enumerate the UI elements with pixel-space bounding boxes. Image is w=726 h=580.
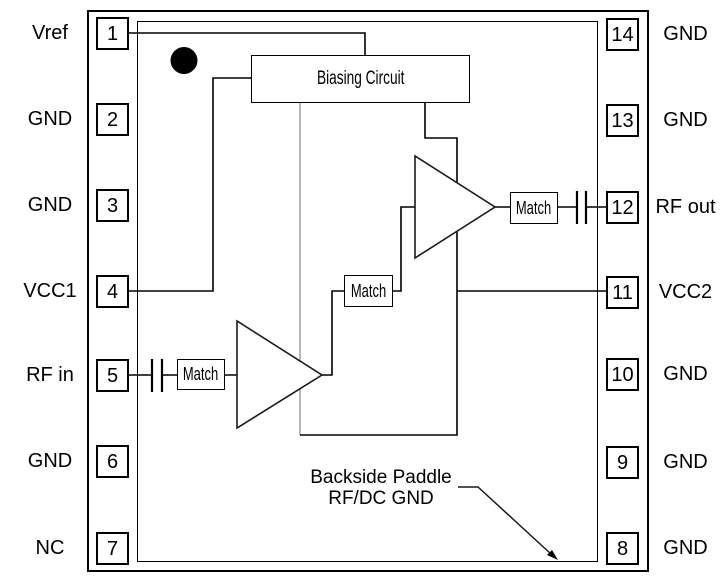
- match-to-amp2-wire: [393, 206, 415, 292]
- pin-number: 9: [616, 451, 629, 474]
- input-match-block: Match: [177, 359, 225, 390]
- input-capacitor-icon: [150, 359, 164, 392]
- pin-number: 14: [611, 23, 634, 46]
- annotation-arrowhead-icon: [547, 550, 558, 560]
- pin-label-gnd-13: GND: [663, 109, 708, 131]
- pin1-indicator-dot-icon: [170, 47, 198, 74]
- output-capacitor-icon: [575, 191, 588, 224]
- pin-number: 3: [106, 194, 119, 217]
- backside-paddle-annotation: Backside Paddle RF/DC GND: [285, 467, 477, 509]
- pin-number: 6: [106, 450, 119, 473]
- pin-label-rf-out: RF out: [655, 196, 716, 218]
- pin-number: 8: [616, 537, 629, 560]
- pin-label-vcc2: VCC2: [658, 281, 713, 303]
- pin-label-nc: NC: [35, 537, 65, 559]
- pin-box-11: 11: [606, 276, 639, 309]
- biasing-circuit-block: Biasing Circuit: [251, 55, 470, 103]
- pin-box-3: 3: [96, 189, 129, 222]
- backside-paddle-annotation-line1: Backside Paddle: [310, 467, 452, 488]
- pin-number: 13: [611, 109, 634, 132]
- pin-box-7: 7: [96, 532, 129, 565]
- pin-label-gnd-8: GND: [663, 537, 708, 559]
- pin-number: 2: [106, 108, 119, 131]
- output-match-block: Match: [510, 192, 558, 224]
- vref-wire: [129, 32, 366, 55]
- pin-box-4: 4: [96, 275, 129, 308]
- backside-paddle-annotation-line2: RF/DC GND: [328, 488, 434, 509]
- pin-number: 4: [106, 280, 119, 303]
- input-match-label: Match: [183, 364, 219, 384]
- pin-number: 1: [106, 22, 119, 45]
- pin-number: 11: [612, 281, 633, 304]
- interstage-match-block: Match: [344, 275, 393, 307]
- pin-label-gnd-2: GND: [27, 108, 73, 130]
- output-match-label: Match: [516, 197, 552, 218]
- pin-box-9: 9: [606, 446, 639, 479]
- pin-box-12: 12: [606, 191, 639, 224]
- pin-label-rf-in: RF in: [26, 364, 74, 386]
- pin-box-1: 1: [96, 17, 129, 50]
- pin-label-vref: Vref: [32, 22, 68, 44]
- annotation-leader-line: [458, 486, 552, 555]
- pin-box-2: 2: [96, 103, 129, 136]
- die-outline: [137, 21, 598, 562]
- pin-number: 7: [106, 537, 119, 560]
- pin-label-gnd-9: GND: [663, 451, 708, 473]
- pin-box-6: 6: [96, 445, 129, 478]
- amp1-to-match-wire: [322, 290, 344, 376]
- pin-label-gnd-6: GND: [27, 450, 73, 472]
- amplifier2-icon: [414, 154, 497, 260]
- interstage-match-label: Match: [350, 280, 387, 301]
- pin-number: 10: [611, 363, 634, 386]
- amplifier1-icon: [236, 319, 324, 430]
- pin-box-10: 10: [606, 358, 639, 391]
- vcc1-wire: [129, 77, 251, 292]
- pin-box-8: 8: [606, 532, 639, 565]
- package-outline: [87, 10, 649, 572]
- pin-box-14: 14: [606, 18, 639, 51]
- pin-number: 12: [611, 196, 634, 219]
- bias-loop-wire: [300, 103, 458, 436]
- pin-label-gnd-3: GND: [27, 194, 73, 216]
- pin-box-13: 13: [606, 104, 639, 137]
- pin-box-5: 5: [96, 359, 129, 392]
- pin-label-gnd-14: GND: [663, 23, 708, 45]
- biasing-circuit-label: Biasing Circuit: [316, 68, 405, 89]
- pin-label-gnd-10: GND: [663, 363, 708, 385]
- pin-label-vcc1: VCC1: [23, 280, 77, 302]
- pin-number: 5: [106, 364, 119, 387]
